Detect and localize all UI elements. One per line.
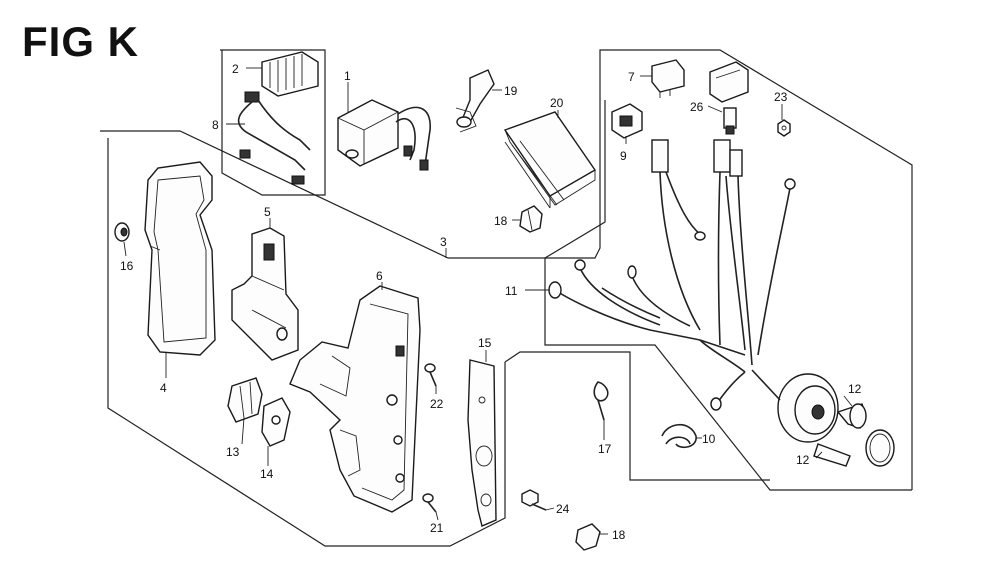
clamp-part-18-bottom — [575, 523, 601, 551]
callout-17: 17 — [598, 442, 612, 456]
regulator-part-2 — [237, 51, 319, 185]
callout-14: 14 — [260, 467, 274, 481]
callout-16: 16 — [120, 259, 134, 273]
callout-18-top: 18 — [494, 214, 508, 228]
key-part-12-b — [813, 443, 851, 467]
callout-22: 22 — [430, 397, 444, 411]
callout-9: 9 — [620, 149, 627, 163]
panel-part-6 — [289, 285, 421, 513]
band-part-10 — [661, 423, 697, 449]
callout-4: 4 — [160, 381, 167, 395]
gasket-part-15 — [467, 359, 497, 527]
clamp-part-18-top — [519, 205, 543, 233]
cover-part-4 — [144, 161, 216, 356]
relay-part-7 — [651, 59, 685, 98]
callout-26: 26 — [690, 100, 704, 114]
callout-labels: 2 8 1 19 20 18 7 26 23 9 11 3 5 6 16 4 1… — [120, 62, 862, 542]
callout-6: 6 — [376, 269, 383, 283]
group-outline-harness — [504, 100, 912, 491]
callout-18-bottom: 18 — [612, 528, 626, 542]
clip-part-19 — [455, 69, 495, 133]
ignition-switch — [751, 369, 839, 443]
callout-23: 23 — [774, 90, 788, 104]
callout-24: 24 — [556, 502, 570, 516]
callout-3: 3 — [440, 235, 447, 249]
callout-20: 20 — [550, 96, 564, 110]
callout-11: 11 — [505, 284, 518, 298]
group-outline-top — [100, 49, 913, 490]
callout-21: 21 — [430, 521, 444, 535]
figure-title: FIG K — [22, 18, 139, 65]
ignition-coil-part-1 — [337, 99, 431, 171]
grommet-part-16 — [114, 222, 130, 242]
callout-8: 8 — [212, 118, 219, 132]
callout-12-lower: 12 — [796, 453, 810, 467]
callout-13: 13 — [226, 445, 240, 459]
key-part-12-a — [836, 403, 867, 429]
callout-10: 10 — [702, 432, 716, 446]
wire-harness-part-11 — [548, 139, 796, 411]
group-outline-left — [107, 138, 506, 547]
callout-2: 2 — [232, 62, 239, 76]
callout-7: 7 — [628, 70, 635, 84]
callout-12-upper: 12 — [848, 382, 862, 396]
callout-5: 5 — [264, 205, 271, 219]
control-unit-part-20 — [503, 111, 597, 209]
screw-part-22 — [424, 363, 437, 387]
callout-15: 15 — [478, 336, 492, 350]
breaker-part-14 — [261, 397, 291, 456]
screw-part-21 — [422, 493, 437, 513]
fuse-holder-part-26 — [709, 61, 749, 135]
callout-19: 19 — [504, 84, 518, 98]
nut-part-23 — [777, 119, 791, 137]
switch-part-13 — [227, 377, 263, 423]
wire-clip-part-17 — [593, 381, 609, 421]
callout-1: 1 — [344, 69, 351, 83]
leader-lines — [123, 67, 853, 535]
oring-part-12 — [865, 429, 895, 467]
bolt-part-24 — [521, 489, 547, 511]
bracket-part-5 — [231, 227, 299, 361]
connector-part-9 — [611, 103, 643, 139]
